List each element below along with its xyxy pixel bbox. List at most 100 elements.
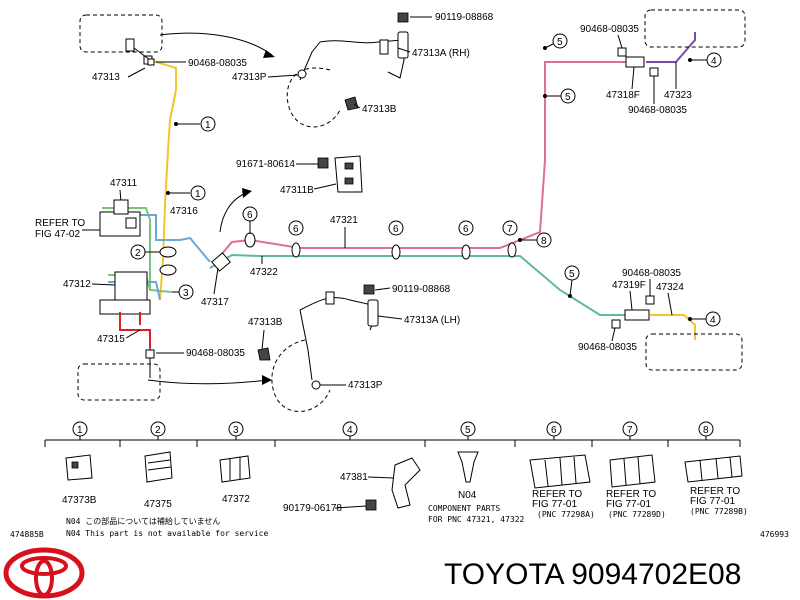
bracket-47381 <box>391 457 421 509</box>
pipe-yellow <box>149 59 177 301</box>
callout-90119-top: 90119-08868 <box>435 12 494 23</box>
bolt-icon <box>363 284 375 295</box>
svg-text:1: 1 <box>77 425 83 436</box>
refer-to-label: REFER TO <box>35 218 85 229</box>
svg-text:5: 5 <box>569 269 575 280</box>
svg-text:FIG 77-01: FIG 77-01 <box>690 496 735 507</box>
arrow-upward <box>219 192 247 233</box>
svg-text:2: 2 <box>135 248 141 259</box>
svg-text:5: 5 <box>565 92 571 103</box>
hose-fitting-top <box>125 38 135 52</box>
legend-N04: N04 <box>458 490 477 501</box>
pipe-blue <box>102 214 211 263</box>
svg-text:REFER TO: REFER TO <box>532 489 582 500</box>
clip-6 <box>244 232 256 248</box>
callout-90119-bottom: 90119-08868 <box>392 284 451 295</box>
legend-pnc-77289B: (PNC 77289B) <box>690 507 748 516</box>
callout-47313B-top: 47313B <box>362 104 397 115</box>
legend-47381: 47381 <box>340 472 368 483</box>
callout-90468-rt4: 90468-08035 <box>578 342 637 353</box>
pipe-teal <box>209 253 625 316</box>
bolt-icon <box>397 12 409 23</box>
arrow-to-lh-assembly <box>147 379 269 385</box>
note-n04-japanese: N04 この部品については補給していません <box>66 516 220 526</box>
callout-47312: 47312 <box>63 279 91 290</box>
callout-91671: 91671-80614 <box>236 159 295 170</box>
callout-47319F: 47319F <box>612 280 646 291</box>
callout-47313B-bottom: 47313B <box>248 317 283 328</box>
refer-fig-label: FIG 47-02 <box>35 229 80 240</box>
callout-47317: 47317 <box>201 297 229 308</box>
callout-90468-top: 90468-08035 <box>188 58 247 69</box>
legend-47372: 47372 <box>222 494 250 505</box>
svg-text:FIG 77-01: FIG 77-01 <box>532 499 577 510</box>
svg-text:2: 2 <box>155 425 161 436</box>
dashed-outline-top-right <box>644 9 746 48</box>
part-number-title: TOYOTA 9094702E08 <box>444 558 741 591</box>
callout-47318F: 47318F <box>606 90 640 101</box>
svg-text:8: 8 <box>541 236 547 247</box>
callout-47313A-lh: 47313A (LH) <box>404 315 460 326</box>
callout-90468-bottom: 90468-08035 <box>186 348 245 359</box>
callout-90468-rt2: 90468-08035 <box>628 105 687 116</box>
pipe-purple <box>646 32 696 63</box>
callout-47321: 47321 <box>330 215 358 226</box>
svg-text:4: 4 <box>710 315 716 326</box>
callout-47322: 47322 <box>250 267 278 278</box>
svg-text:7: 7 <box>507 224 513 235</box>
svg-text:REFER TO: REFER TO <box>606 489 656 500</box>
clip-47372 <box>219 455 251 483</box>
dashed-outline-bottom-left <box>77 363 161 401</box>
callout-90468-rt3: 90468-08035 <box>622 268 681 279</box>
callout-47313P-top: 47313P <box>232 72 267 83</box>
bracket-47311B <box>334 155 363 193</box>
clip-47375 <box>144 451 173 483</box>
callout-47311B: 47311B <box>280 185 314 196</box>
svg-text:4: 4 <box>347 425 353 436</box>
legend-pnc-77289D: (PNC 77289D) <box>608 510 666 519</box>
callout-90468-rt1: 90468-08035 <box>580 24 639 35</box>
bolt-icon <box>365 499 377 511</box>
union-47317 <box>211 252 231 272</box>
clip-77289B <box>684 455 743 483</box>
legend-row: 1 2 3 4 5 6 7 8 <box>44 421 748 524</box>
svg-text:1: 1 <box>205 120 211 131</box>
knuckle-outline-lh <box>271 339 331 412</box>
clip-47373B <box>65 454 93 481</box>
callout-47316: 47316 <box>170 206 198 217</box>
callout-47313P-bottom: 47313P <box>348 380 383 391</box>
clip-icon <box>257 347 271 361</box>
svg-text:FIG 77-01: FIG 77-01 <box>606 499 651 510</box>
callout-47315: 47315 <box>97 334 125 345</box>
reference-code-right: 476993 <box>760 530 789 539</box>
hose-47318F <box>625 56 645 68</box>
callout-47323: 47323 <box>664 90 692 101</box>
callout-47313A-rh: 47313A (RH) <box>412 48 470 59</box>
clip-N04 <box>457 451 479 483</box>
svg-text:6: 6 <box>293 224 299 235</box>
clip-77289D <box>609 454 656 488</box>
legend-component-parts: COMPONENT PARTS <box>428 504 500 513</box>
callout-47324: 47324 <box>656 282 684 293</box>
toyota-logo <box>3 547 85 599</box>
legend-90179-06178: 90179-06178 <box>283 503 342 514</box>
svg-text:6: 6 <box>551 425 557 436</box>
hose-47319F <box>624 309 650 321</box>
reference-code-left: 474885B <box>10 530 44 539</box>
svg-text:3: 3 <box>183 288 189 299</box>
svg-text:REFER TO: REFER TO <box>690 486 740 497</box>
hose-lh <box>299 297 376 331</box>
legend-for-pnc: FOR PNC 47321, 47322 <box>428 515 525 524</box>
legend-47375: 47375 <box>144 499 172 510</box>
note-n04-english: N04 This part is not available for servi… <box>66 529 268 538</box>
dashed-outline-bottom-right <box>645 333 743 371</box>
svg-text:8: 8 <box>703 425 709 436</box>
arrowhead-icon <box>263 50 275 58</box>
svg-text:3: 3 <box>233 425 239 436</box>
svg-text:6: 6 <box>393 224 399 235</box>
svg-text:5: 5 <box>557 37 563 48</box>
diagram-index-markers: 1 1 2 3 6 6 6 6 7 8 5 5 5 4 4 <box>130 33 722 327</box>
arrowhead-icon <box>242 188 252 198</box>
dashed-outline-top-left <box>79 14 163 53</box>
